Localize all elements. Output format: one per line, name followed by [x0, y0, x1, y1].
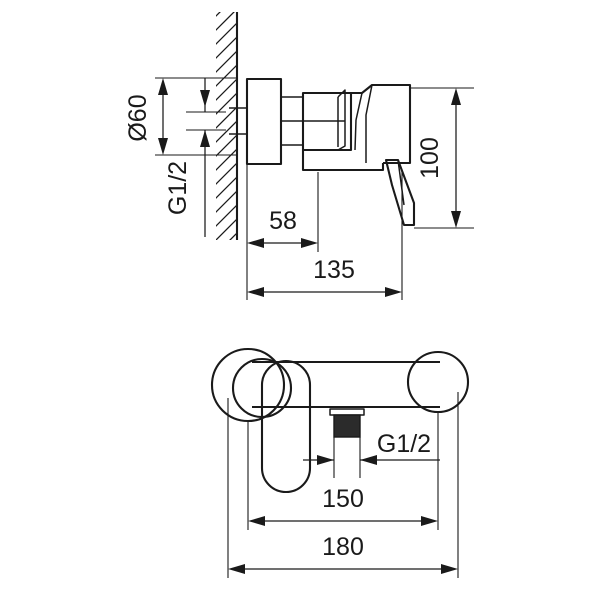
dim-label-thread-side: G1/2	[164, 161, 192, 215]
label-thread-side: G1/2	[164, 161, 192, 215]
dim-label-150: 150	[322, 485, 364, 513]
wall-section	[216, 12, 239, 240]
dim-label-135: 135	[313, 256, 355, 284]
escutcheon-left-outer	[210, 347, 286, 423]
dim-label-180: 180	[322, 533, 364, 561]
dim-label-100: 100	[416, 137, 444, 179]
outlet-nipple	[329, 408, 365, 438]
side-elevation-view: Ø60 G1/2 58 135	[124, 12, 474, 300]
lever-handle-front	[260, 360, 312, 493]
union-nut-block	[301, 89, 353, 152]
connector-sleeve	[280, 96, 304, 146]
dimension-180: 180	[227, 392, 459, 578]
dimension-diameter-60: Ø60	[124, 77, 237, 237]
dimension-135: 135	[246, 170, 403, 300]
dimension-100: 100	[410, 87, 474, 229]
lever-handle-side	[384, 158, 416, 227]
dimension-150: 150	[247, 412, 439, 530]
dimension-thread-front: G1/2	[303, 430, 440, 478]
dim-label-diameter-60: Ø60	[124, 94, 152, 141]
dim-label-58: 58	[269, 207, 297, 235]
outlet-body	[333, 414, 361, 438]
dimension-58: 58	[246, 164, 319, 252]
wall-hatching	[216, 12, 238, 240]
escutcheon-side	[245, 77, 283, 166]
dim-label-thread-front: G1/2	[377, 430, 431, 458]
mixer-body-side	[301, 83, 412, 172]
outlet-cap	[329, 408, 365, 416]
front-elevation-view: G1/2 150 180	[210, 347, 470, 578]
